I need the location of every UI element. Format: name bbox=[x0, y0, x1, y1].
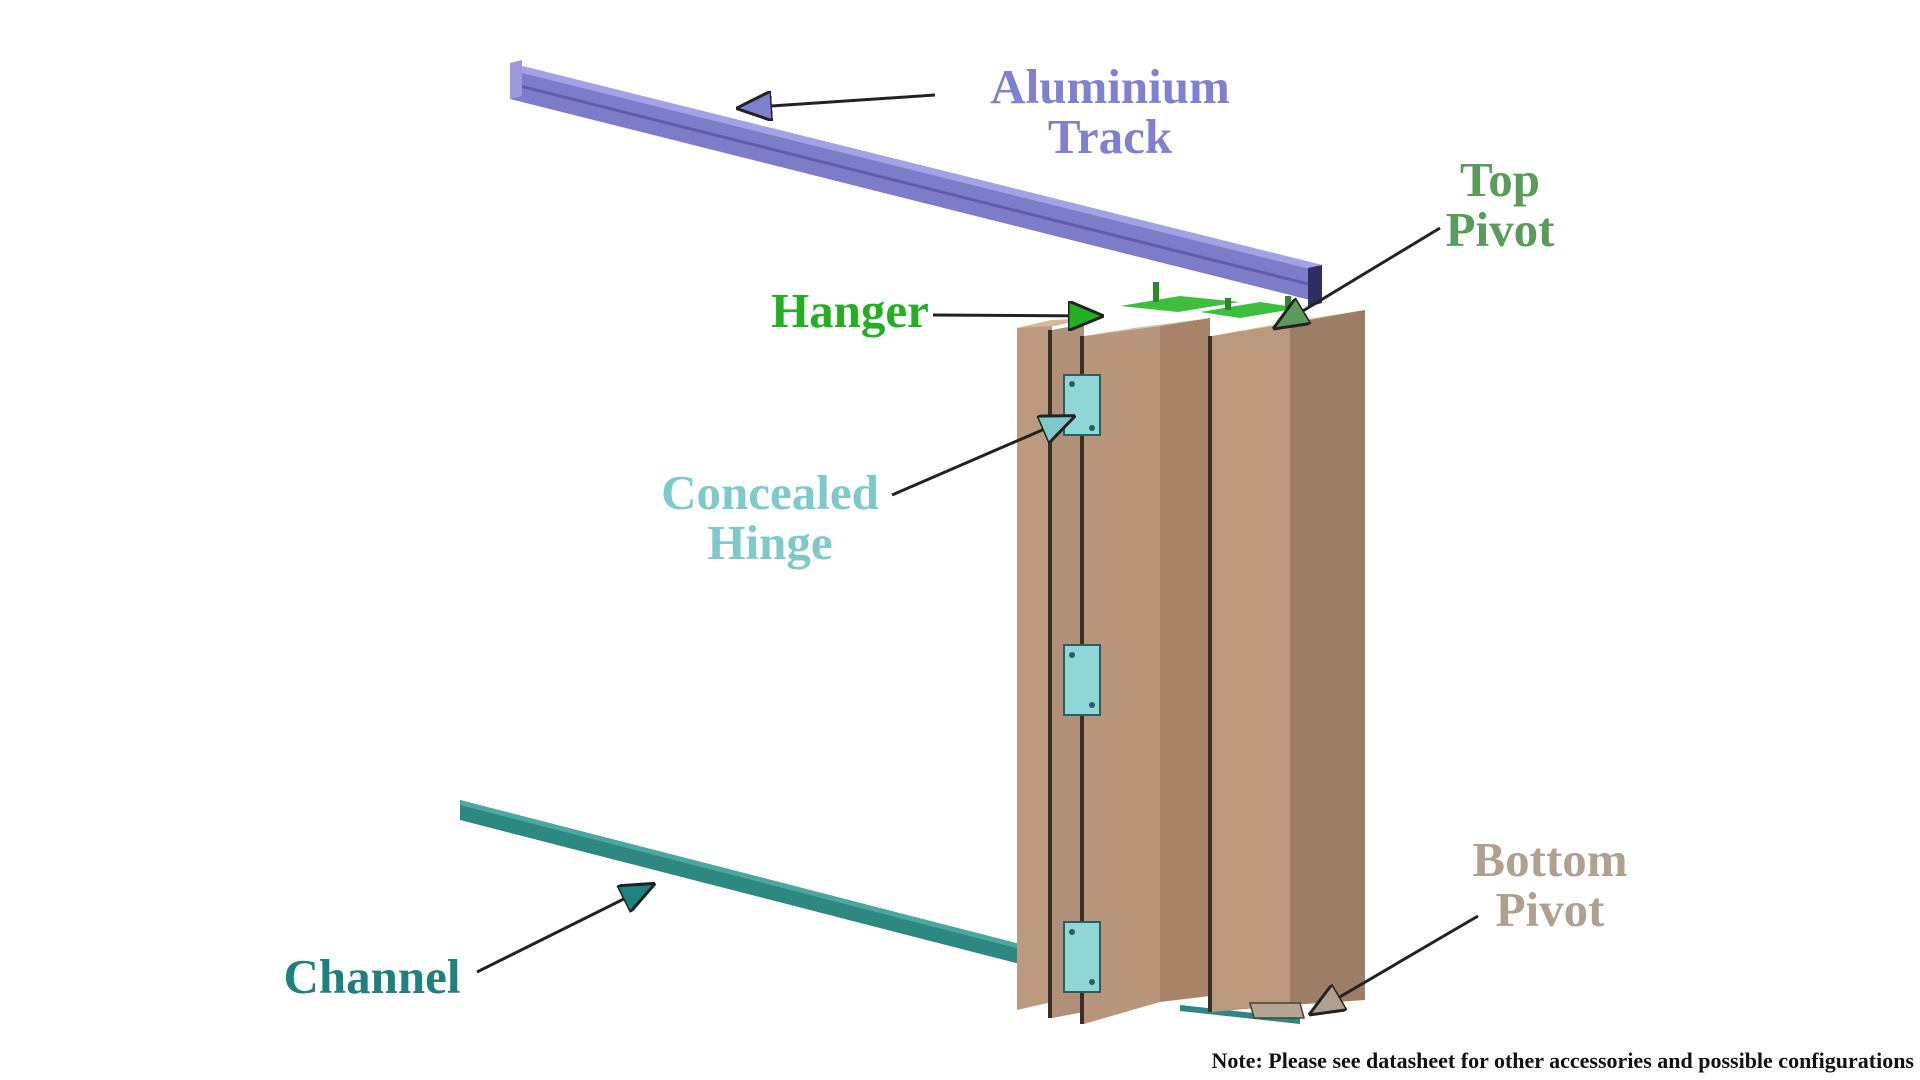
arrow-concealed-hinge bbox=[891, 418, 1070, 497]
bottom-pivot-part bbox=[1249, 1002, 1305, 1019]
hinge-lower bbox=[1063, 921, 1101, 993]
label-aluminium-track: Aluminium Track bbox=[940, 62, 1280, 162]
arrow-hanger bbox=[932, 315, 1098, 316]
label-channel: Channel bbox=[283, 949, 461, 1004]
label-bottom-pivot-line2: Pivot bbox=[1495, 882, 1605, 937]
label-aluminium-track-line2: Track bbox=[1047, 109, 1173, 164]
door-panel-stack bbox=[1017, 282, 1365, 1024]
label-concealed-hinge: Concealed Hinge bbox=[630, 468, 910, 568]
arrow-channel bbox=[476, 886, 650, 974]
label-concealed-hinge-line1: Concealed bbox=[661, 465, 879, 520]
arrow-aluminium-track bbox=[742, 95, 936, 108]
label-aluminium-track-line1: Aluminium bbox=[990, 59, 1230, 114]
label-hanger: Hanger bbox=[771, 283, 929, 338]
aluminium-track bbox=[510, 60, 1322, 307]
label-concealed-hinge-line2: Hinge bbox=[707, 515, 833, 570]
label-top-pivot-line2: Pivot bbox=[1445, 202, 1555, 257]
label-top-pivot-line1: Top bbox=[1460, 152, 1540, 207]
arrow-bottom-pivot bbox=[1314, 914, 1479, 1012]
hinge-upper bbox=[1063, 374, 1101, 436]
footnote: Note: Please see datasheet for other acc… bbox=[1211, 1048, 1915, 1073]
label-bottom-pivot-line1: Bottom bbox=[1472, 832, 1628, 887]
hinge-middle bbox=[1063, 644, 1101, 716]
arrow-top-pivot bbox=[1278, 226, 1441, 326]
label-bottom-pivot: Bottom Pivot bbox=[1440, 835, 1660, 935]
label-top-pivot: Top Pivot bbox=[1410, 155, 1590, 255]
